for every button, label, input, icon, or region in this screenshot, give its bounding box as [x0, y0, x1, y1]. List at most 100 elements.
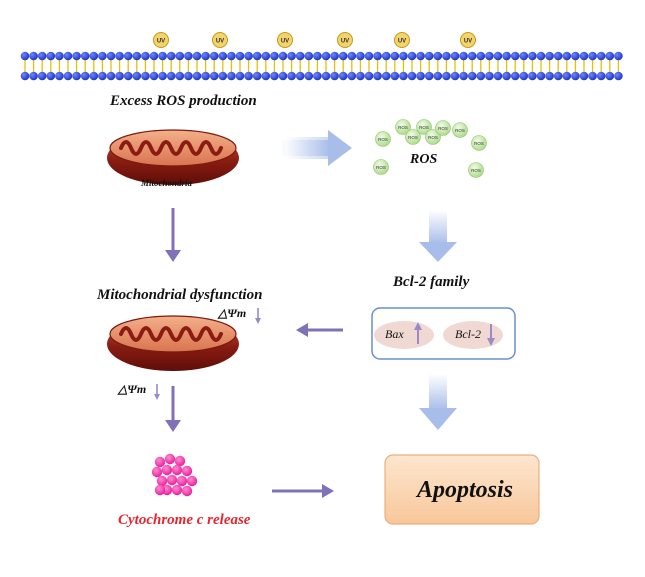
lipid-head [502, 71, 511, 81]
lipid-head [485, 51, 494, 61]
lipid-head [571, 71, 580, 81]
lipid-head [614, 51, 623, 61]
lipid-head [373, 51, 382, 61]
cytochrome-c-particle [171, 484, 183, 496]
lipid-head [175, 51, 185, 61]
arrow-right-icon [272, 484, 334, 498]
down-arrow-icon [255, 308, 261, 324]
mito-dysfunction-label: Mitochondrial dysfunction [97, 287, 263, 303]
lipid-head [510, 51, 520, 61]
lipid-head [442, 51, 451, 61]
lipid-head [476, 51, 486, 61]
lipid-head [528, 71, 537, 81]
lipid-head [158, 71, 167, 81]
ros-particle: ROS [405, 129, 421, 145]
uv-badge: UV [337, 32, 353, 48]
lipid-head [80, 71, 90, 81]
lipid-head [614, 71, 623, 81]
lipid-head [364, 71, 374, 81]
ros-particle-text: ROS [378, 137, 388, 142]
lipid-head [20, 71, 30, 81]
lipid-head [442, 71, 451, 81]
delta-psi-label: △Ψm [218, 306, 247, 320]
cytochrome-c-particle [166, 474, 178, 486]
lipid-head [381, 71, 391, 81]
cytochrome-c-particle [151, 466, 163, 478]
cytochrome-c-particle [181, 465, 193, 477]
lipid-head [141, 71, 150, 81]
lipid-head [304, 51, 314, 61]
lipid-head [467, 51, 477, 61]
lipid-head [80, 51, 90, 61]
lipid-head [399, 51, 408, 61]
lipid-head [321, 51, 331, 61]
ros-particle-text: ROS [455, 128, 465, 133]
bax-label: Bax [385, 327, 404, 341]
lipid-head [519, 51, 529, 61]
lipid-head [55, 71, 64, 81]
lipid-head [29, 71, 38, 81]
lipid-head [149, 51, 159, 61]
cytochrome-c-cluster [151, 453, 198, 497]
lipid-head [433, 51, 443, 61]
cytochrome-label: Cytochrome c release [118, 512, 251, 528]
lipid-head [89, 51, 99, 61]
lipid-head [407, 51, 417, 61]
lipid-head [347, 71, 357, 81]
cytochrome-c-particle [161, 464, 173, 476]
lipid-head [605, 51, 615, 61]
down-arrow-icon [154, 384, 160, 400]
lipid-bilayer-membrane [20, 51, 623, 81]
lipid-head [209, 71, 219, 81]
lipid-head [553, 51, 563, 61]
lipid-head [390, 51, 400, 61]
lipid-head [356, 71, 365, 81]
lipid-head [115, 71, 124, 81]
lipid-head [287, 71, 296, 81]
ros-particle: ROS [375, 131, 391, 147]
lipid-head [338, 51, 348, 61]
lipid-head [261, 51, 271, 61]
lipid-head [244, 71, 253, 81]
ros-particle-text: ROS [471, 168, 481, 173]
bcl2-label: Bcl-2 [455, 327, 481, 341]
uv-badge-text: UV [341, 38, 349, 44]
lipid-head [235, 51, 245, 61]
ros-label: ROS [410, 152, 438, 167]
lipid-head [493, 51, 503, 61]
arrow-down-icon [165, 386, 181, 432]
excess-ros-label: Excess ROS production [110, 93, 257, 109]
lipid-head [390, 71, 400, 81]
lipid-head [416, 51, 425, 61]
uv-badge-text: UV [216, 38, 224, 44]
ros-particle: ROS [468, 162, 484, 178]
lipid-head [106, 71, 116, 81]
lipid-head [235, 71, 245, 81]
lipid-head [364, 51, 374, 61]
lipid-head [227, 51, 236, 61]
lipid-head [519, 71, 529, 81]
cytochrome-c-particle [181, 485, 193, 497]
lipid-head [72, 51, 81, 61]
lipid-head [433, 71, 443, 81]
ros-particle: ROS [395, 119, 411, 135]
lipid-head [252, 51, 262, 61]
lipid-head [98, 51, 107, 61]
lipid-head [424, 51, 434, 61]
ros-particle: ROS [416, 119, 432, 135]
apoptosis-box [384, 454, 540, 525]
lipid-head [201, 51, 210, 61]
lipid-head [158, 51, 167, 61]
lipid-head [192, 71, 202, 81]
lipid-head [209, 51, 219, 61]
cytochrome-c-particle [154, 456, 166, 468]
lipid-head [381, 51, 391, 61]
mitochondria-top-icon [107, 129, 239, 185]
lipid-head [545, 51, 554, 61]
lipid-head [338, 71, 348, 81]
up-arrow-icon [414, 322, 422, 344]
lipid-head [132, 51, 142, 61]
ros-particle-text: ROS [428, 135, 438, 140]
lipid-head [46, 51, 56, 61]
